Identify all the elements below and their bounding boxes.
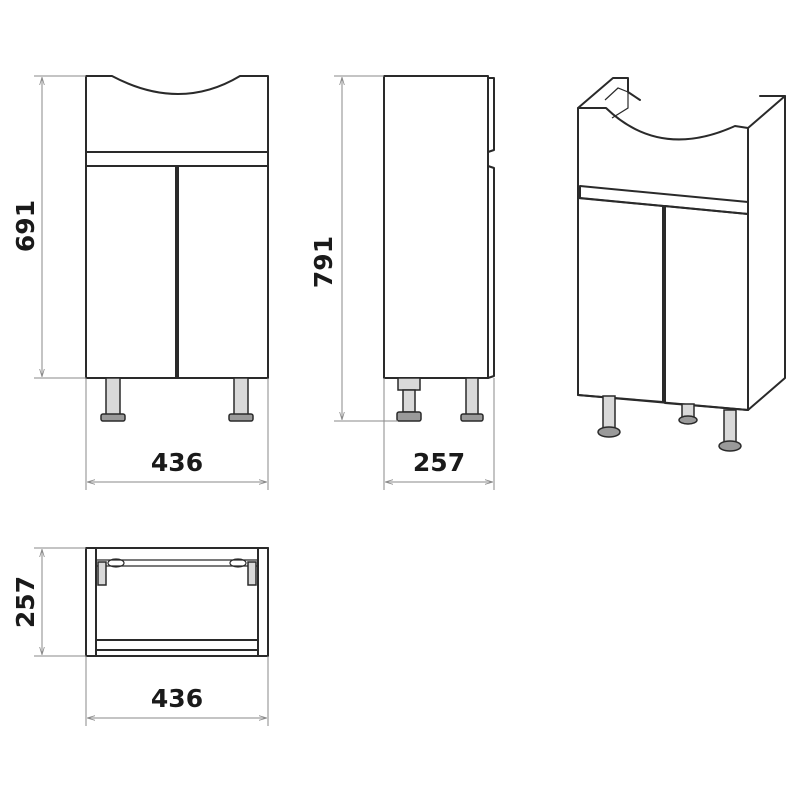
dimension-front-width: 436: [85, 378, 269, 490]
iso-back-bracket: [604, 87, 629, 119]
isometric-view: [577, 77, 786, 452]
side-view: [383, 75, 495, 422]
top-back-rail: [96, 559, 258, 567]
side-top-edge: [487, 77, 495, 153]
side-back-leg: [460, 377, 484, 422]
front-height-label: 691: [11, 200, 40, 252]
dimension-front-height: 691: [11, 75, 86, 379]
iso-front-right-leg: [718, 409, 742, 452]
side-door-edge: [487, 165, 495, 379]
iso-side-panel: [747, 95, 786, 411]
side-front-leg: [396, 377, 422, 422]
dimension-side-depth: 257: [383, 378, 495, 490]
side-cabinet-body: [383, 75, 489, 379]
front-right-leg: [228, 377, 254, 422]
dimension-top-depth: 257: [11, 547, 86, 657]
iso-left-door: [577, 197, 664, 403]
front-left-leg: [100, 377, 126, 422]
top-front-door-edge: [95, 639, 259, 651]
side-depth-label: 257: [413, 448, 465, 477]
dimension-top-width: 436: [85, 656, 269, 726]
front-right-door: [177, 165, 269, 379]
top-right-bracket: [247, 561, 257, 586]
top-left-bracket: [97, 561, 107, 586]
side-height-label: 791: [309, 236, 338, 288]
top-left-side-panel: [85, 547, 97, 657]
dimension-side-height: 791: [309, 75, 398, 422]
top-depth-label: 257: [11, 576, 40, 628]
top-right-side-panel: [257, 547, 269, 657]
front-width-label: 436: [151, 448, 203, 477]
front-drawer-rail: [85, 151, 269, 167]
iso-front-top-panel: [577, 107, 749, 411]
front-left-door: [85, 165, 177, 379]
top-width-label: 436: [151, 684, 203, 713]
iso-back-edge: [577, 77, 641, 109]
front-countertop-cutout: [85, 75, 269, 379]
front-view: [85, 75, 269, 422]
top-view: [85, 547, 269, 657]
iso-front-left-leg: [597, 395, 621, 438]
iso-right-door: [664, 205, 749, 411]
iso-back-leg: [678, 403, 698, 425]
